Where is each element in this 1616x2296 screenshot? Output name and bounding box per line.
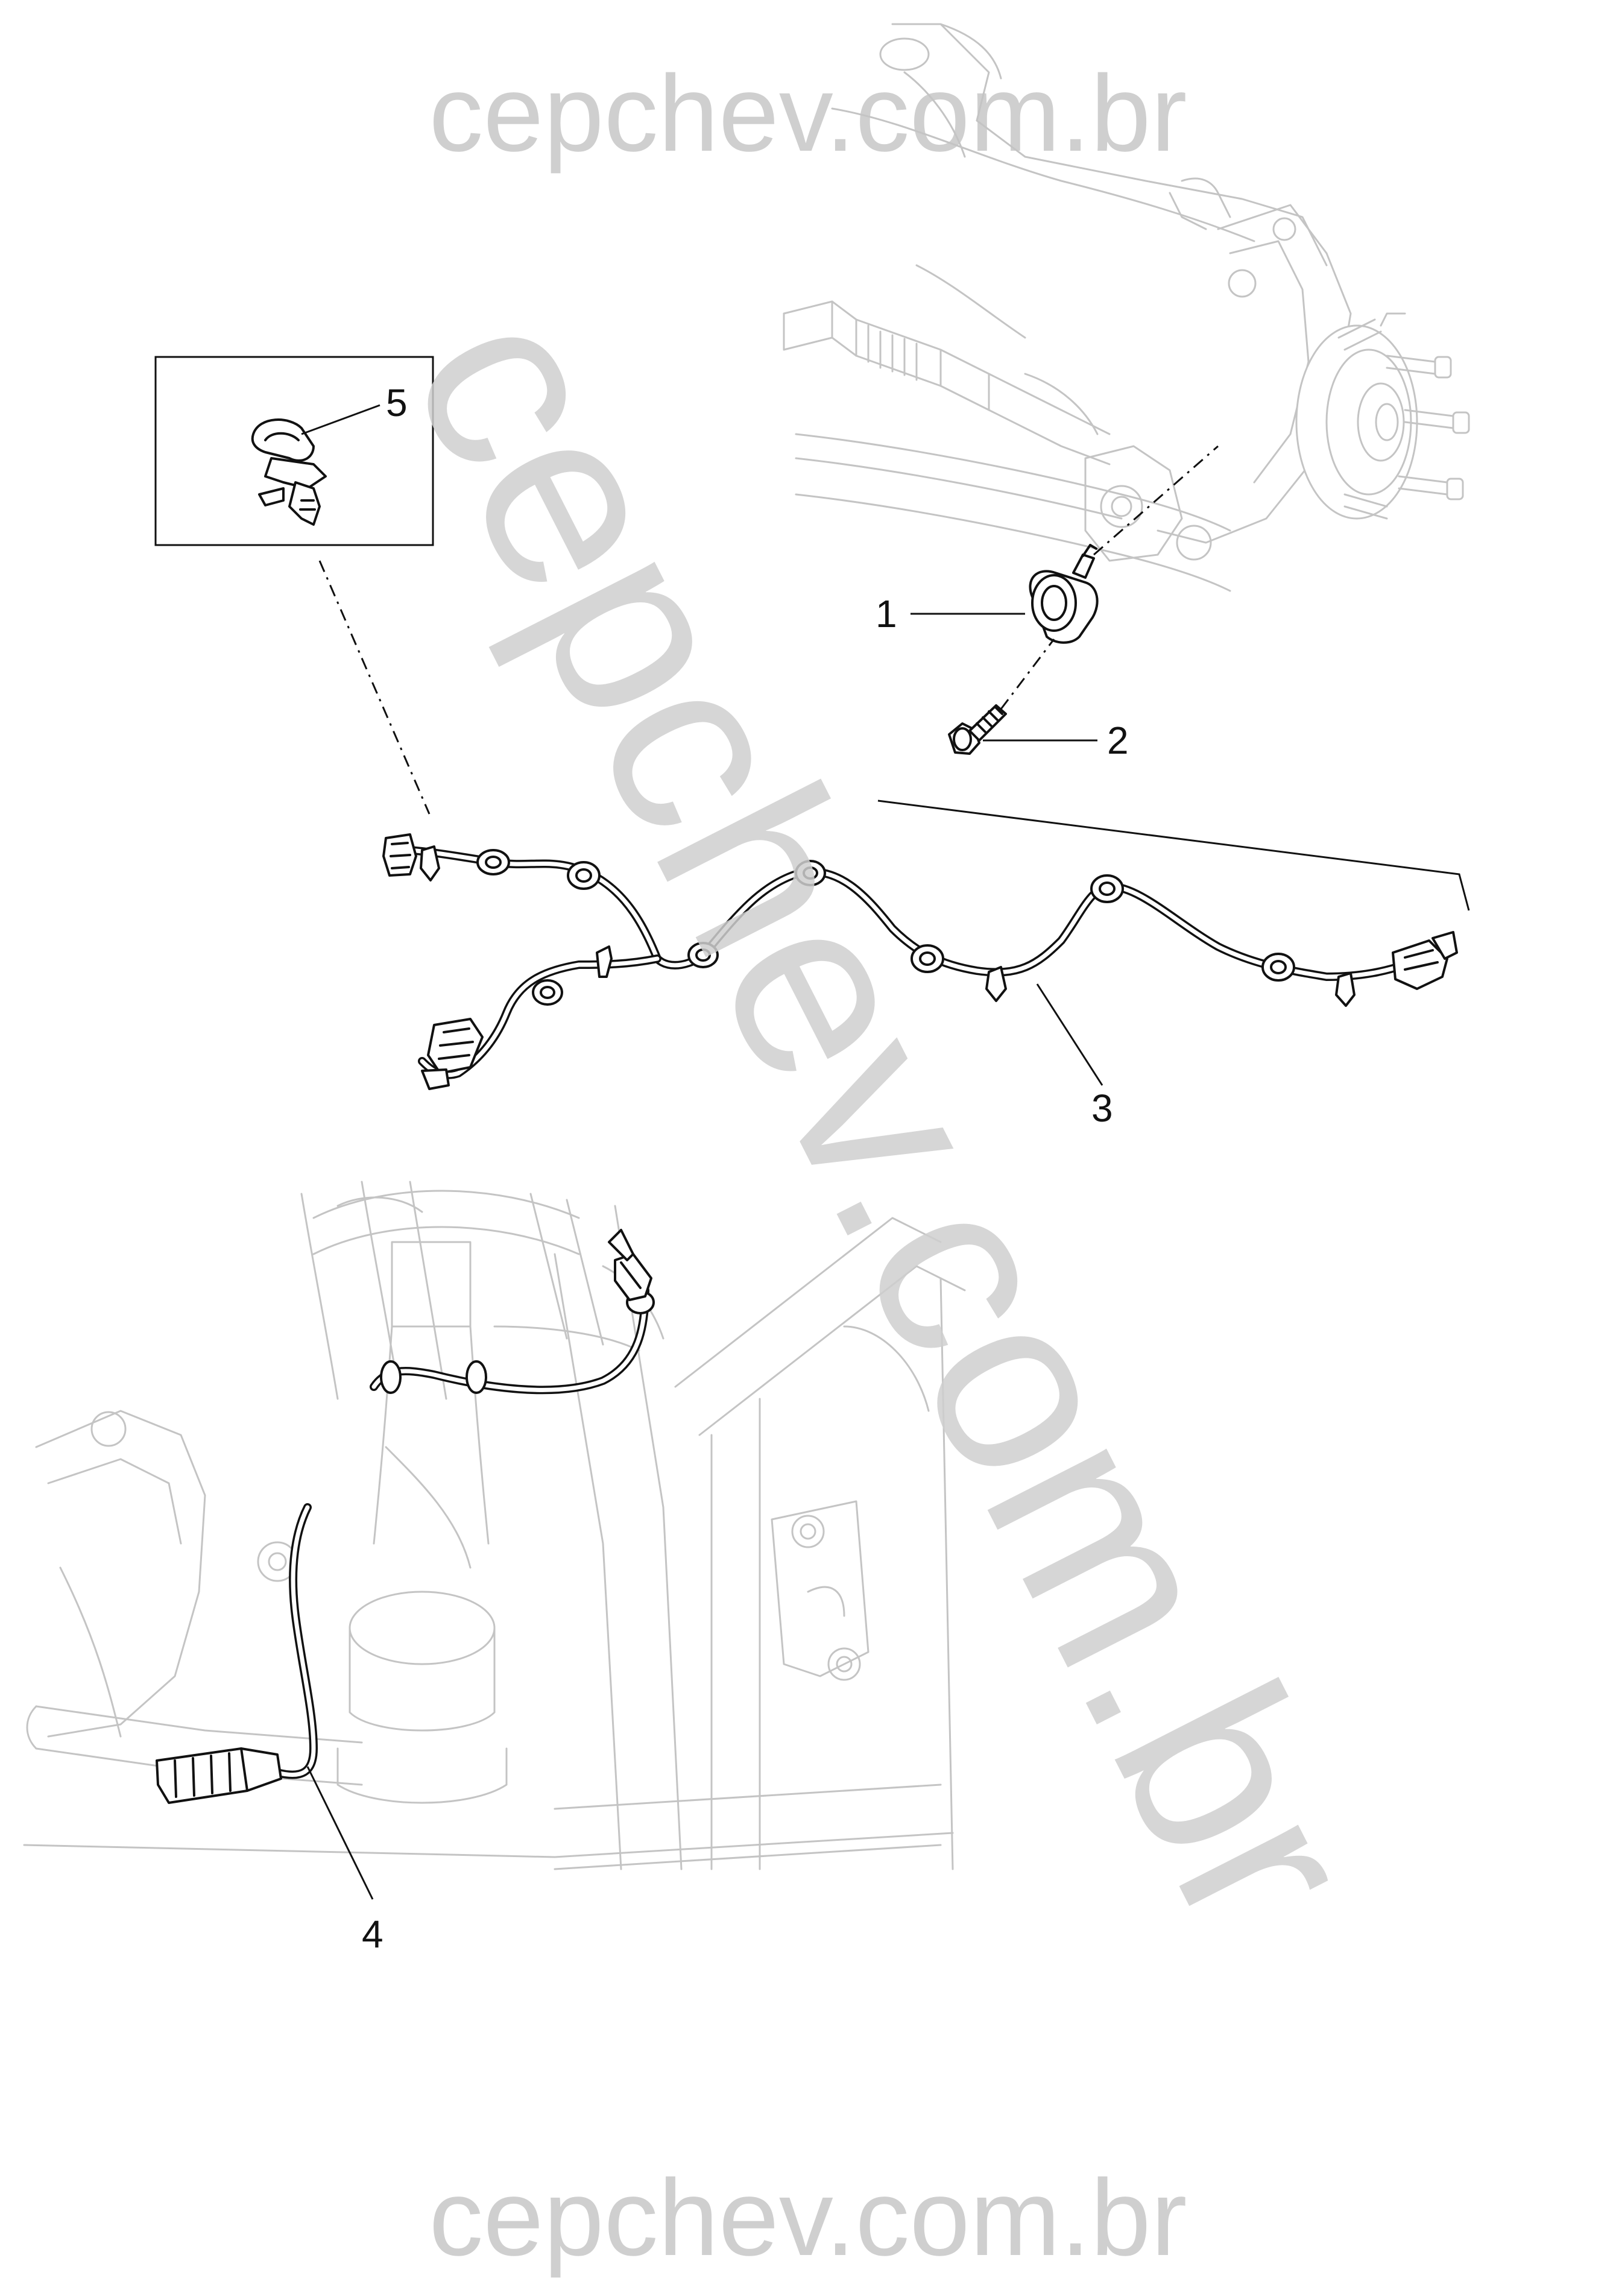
callout-4: 4	[362, 1913, 383, 1956]
watermark-bottom: cepchev.com.br	[429, 2157, 1187, 2279]
wheel-speed-sensor-part-1[interactable]	[1029, 544, 1099, 644]
watermark-diagonal: cepchev.com.br	[357, 266, 1413, 1970]
dash-leader-1-to-knuckle	[1093, 445, 1219, 556]
watermark-top: cepchev.com.br	[429, 53, 1187, 174]
dash-leader-5-to-harness	[318, 560, 431, 815]
leader-callout-3	[1036, 983, 1103, 1086]
wheel-speed-sensor-harness-part-3[interactable]	[382, 833, 1458, 1090]
bracket-line-sensor-to-harness	[877, 800, 1470, 911]
sensor-bolt-part-2[interactable]	[948, 704, 1007, 755]
callout-3: 3	[1091, 1086, 1113, 1130]
leader-callout-5	[301, 404, 380, 435]
callout-1: 1	[876, 592, 897, 636]
inset-box-part-5	[154, 356, 434, 546]
callout-5: 5	[386, 381, 408, 424]
dash-leader-2-to-1	[1000, 639, 1055, 710]
ghost-suspension-hub-assembly	[783, 23, 1470, 592]
leader-callout-4	[306, 1766, 374, 1900]
harness-installed-part-4[interactable]	[156, 1229, 655, 1804]
callout-2: 2	[1107, 719, 1129, 762]
clip-part-5[interactable]	[251, 418, 327, 526]
